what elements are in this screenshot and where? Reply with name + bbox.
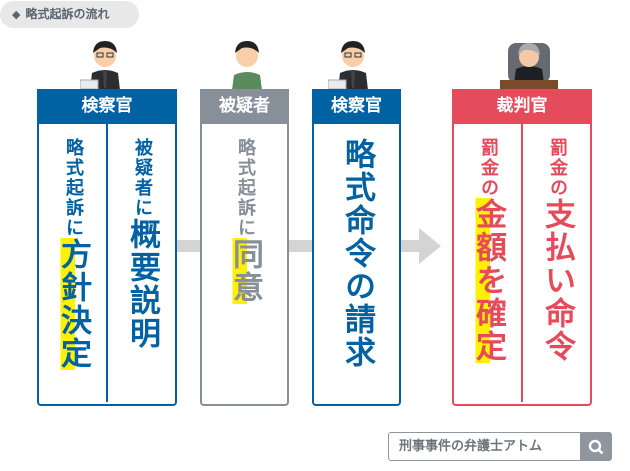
step-text-large: 支払い命令 (539, 198, 575, 363)
search-button[interactable] (580, 433, 611, 460)
arrow-right-icon (401, 228, 441, 264)
box-prosecutor-2: 検察官 略式命令の請求 (312, 89, 401, 406)
box-judge: 裁判官 罰金の金額を確定 罰金の支払い命令 (452, 89, 592, 406)
box-header: 検察官 (37, 89, 177, 124)
search-icon (588, 439, 603, 454)
prosecutor-illustration (328, 41, 368, 90)
suspect-illustration (232, 41, 262, 90)
step-text-small: 罰金の (547, 138, 568, 198)
prosecutor-illustration (80, 41, 120, 90)
step-text-small: 略式起訴に (63, 138, 84, 238)
step-text-large: 略式命令の請求 (339, 138, 375, 369)
step-text-large: 金額を確定 (470, 198, 506, 363)
search-text[interactable]: 刑事事件の弁護士アトム (399, 439, 543, 454)
box-suspect: 被疑者 略式起訴に同意 (200, 89, 289, 406)
step-text-small: 略式起訴に (235, 138, 256, 238)
arrow-right-icon (177, 240, 200, 252)
step-text-large: 同意 (227, 238, 263, 304)
step-text-large: 方針決定 (55, 238, 91, 370)
step-text-large: 概要説明 (124, 218, 160, 350)
section-title-tag: ◆ 略式起訴の流れ (0, 1, 139, 28)
box-header: 被疑者 (200, 89, 289, 124)
diamond-icon: ◆ (12, 8, 21, 21)
step-text-small: 被疑者に (132, 138, 153, 218)
box-header: 検察官 (312, 89, 401, 124)
box-prosecutor-1: 検察官 略式起訴に方針決定 被疑者に概要説明 (37, 89, 177, 406)
box-header: 裁判官 (452, 89, 592, 124)
search-box[interactable]: 刑事事件の弁護士アトム (388, 432, 612, 461)
step-text-small: 罰金の (478, 138, 499, 198)
arrow-right-icon (289, 240, 312, 252)
judge-illustration (500, 43, 558, 90)
section-title: 略式起訴の流れ (25, 7, 110, 21)
